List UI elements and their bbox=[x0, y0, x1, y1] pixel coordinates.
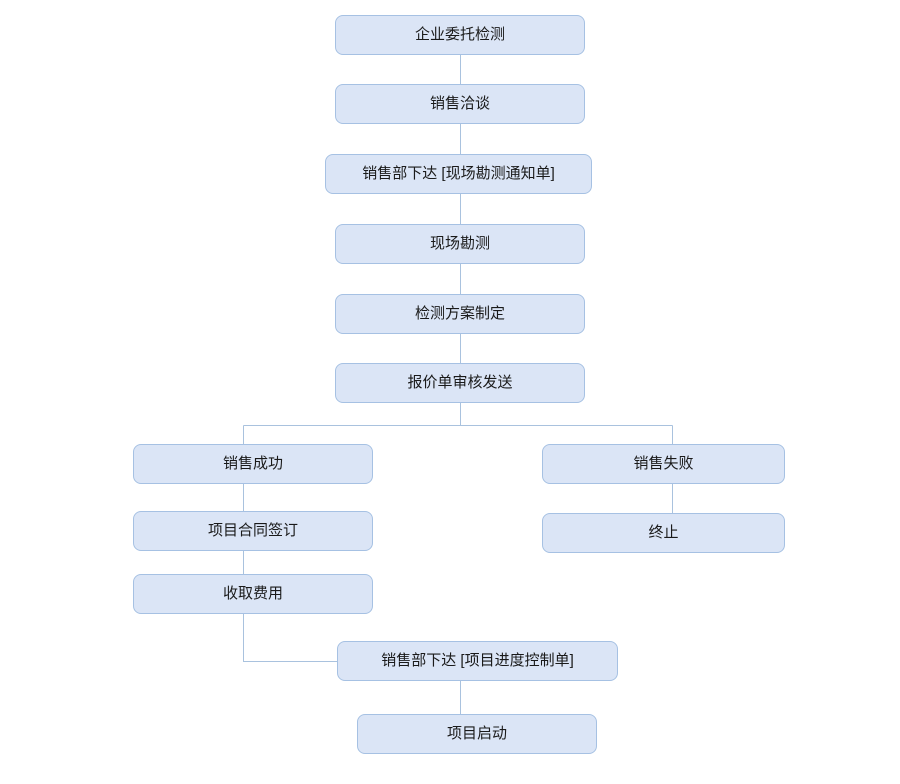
node-sales-negotiation: 销售洽谈 bbox=[335, 84, 585, 124]
node-sales-success: 销售成功 bbox=[133, 444, 373, 484]
node-project-launch: 项目启动 bbox=[357, 714, 597, 754]
node-sales-dept-issue-survey-notice: 销售部下达 [现场勘测通知单] bbox=[325, 154, 592, 194]
node-quotation-review-send: 报价单审核发送 bbox=[335, 363, 585, 403]
node-test-plan-formulation: 检测方案制定 bbox=[335, 294, 585, 334]
node-site-survey: 现场勘测 bbox=[335, 224, 585, 264]
node-sales-dept-issue-progress-control: 销售部下达 [项目进度控制单] bbox=[337, 641, 618, 681]
node-sales-failure: 销售失败 bbox=[542, 444, 785, 484]
node-fee-collection: 收取费用 bbox=[133, 574, 373, 614]
node-termination: 终止 bbox=[542, 513, 785, 553]
connector-fee-to-progress-control bbox=[243, 614, 337, 662]
connector-quotation-branch-split bbox=[243, 403, 673, 444]
node-project-contract-signing: 项目合同签订 bbox=[133, 511, 373, 551]
node-enterprise-commission-testing: 企业委托检测 bbox=[335, 15, 585, 55]
